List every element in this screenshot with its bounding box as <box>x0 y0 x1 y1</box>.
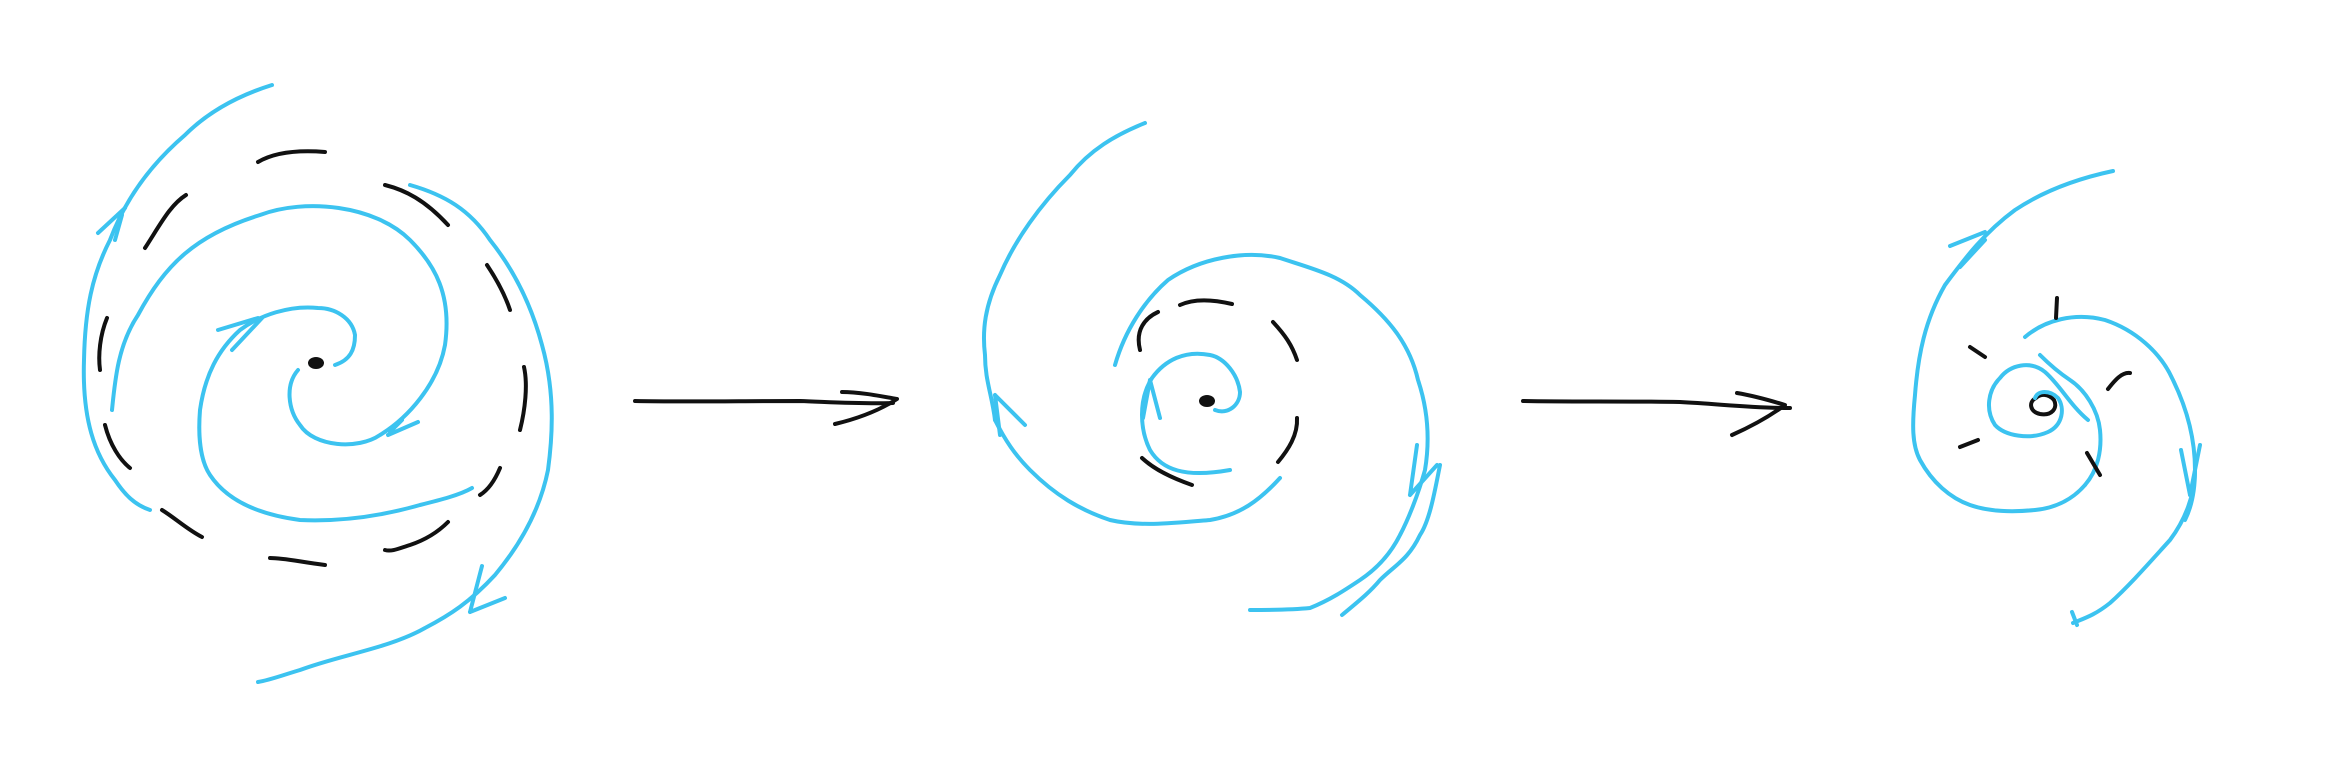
stage-3-mid-spiral <box>2038 353 2103 487</box>
stage-1-swirl <box>81 83 554 684</box>
stage-3-arm-arrow-bottom <box>2070 610 2079 627</box>
stage-3-arm-arrow-right <box>2179 443 2202 497</box>
stage-1-inner-spiral-b <box>197 305 474 523</box>
stage-1-dashed-ring <box>97 149 528 567</box>
stage-1-outer-spiral <box>81 83 274 512</box>
connector-2-head <box>1730 391 1787 437</box>
arrow-right-icon <box>633 390 899 426</box>
stage-1-outer-spiral-b <box>256 183 554 684</box>
stage-1-arm-arrow-top <box>96 206 127 242</box>
stage-1-arm-arrow-bottom <box>468 564 507 614</box>
stage-3-swirl <box>1911 169 2202 627</box>
stage-1-arm-arrow-right <box>386 418 420 437</box>
stage-2-eye-dot <box>1199 395 1215 407</box>
stage-3-eye-loop <box>2029 392 2058 417</box>
stage-2-swirl <box>981 121 1442 617</box>
stage-3-mid-spiral-b <box>2023 314 2197 522</box>
stage-2-arm-arrow-left <box>993 393 1027 437</box>
stage-2-outer-arm-b <box>1340 463 1442 617</box>
stage-1-eye-dot <box>308 357 324 369</box>
stage-2-arm-arrow-inner <box>1141 378 1162 420</box>
stage-2-dashed-ring <box>1136 298 1300 487</box>
connector-1-shaft <box>633 399 895 406</box>
stage-1-arm-arrow-left <box>216 316 264 352</box>
stage-3-outer-arm-a <box>1911 169 2115 514</box>
stage-3-arm-arrow-top <box>1948 230 1987 269</box>
stage-2-spiral-left <box>993 418 1282 526</box>
arrow-right-icon <box>1521 391 1792 437</box>
connector-2-shaft <box>1521 399 1792 410</box>
stage-1-inner-spiral <box>110 204 449 447</box>
stage-2-main-spiral <box>1140 351 1242 475</box>
stage-2-arm-arrow-right <box>1408 443 1439 497</box>
stage-3-outer-arm-b <box>2071 468 2197 625</box>
connector-1-head <box>833 390 899 426</box>
stage-3-dashes <box>1958 296 2132 477</box>
stage-3-inner-spiral <box>1987 363 2090 439</box>
stage-2-outer-arm-a <box>981 121 1147 422</box>
stage-2-spiral-outer <box>1113 252 1430 612</box>
